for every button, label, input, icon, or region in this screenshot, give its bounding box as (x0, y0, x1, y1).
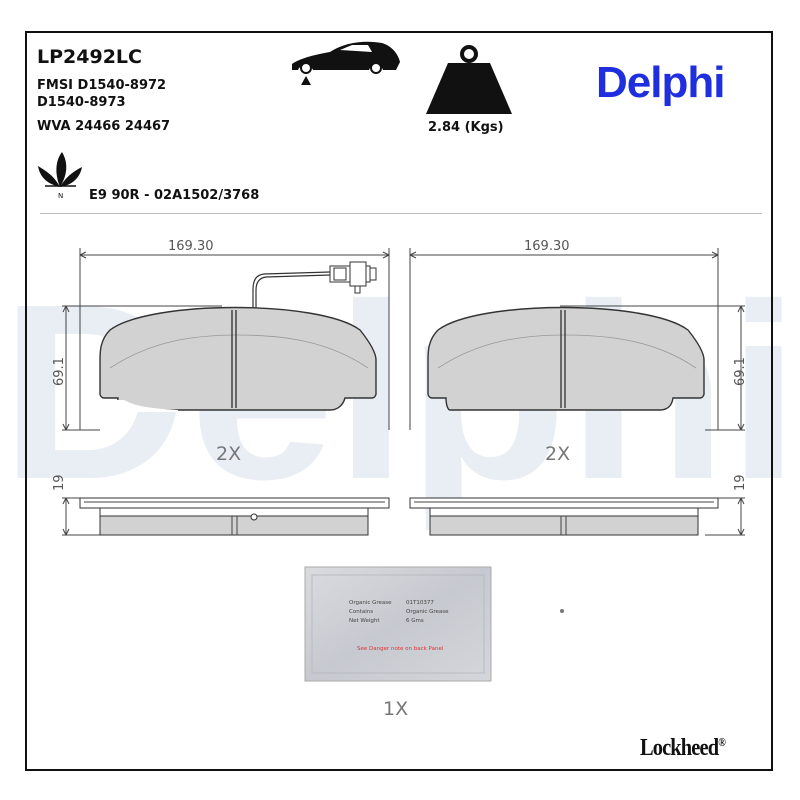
lockheed-logo: Lockheed® (640, 735, 726, 762)
left-width-dimension: 169.30 (168, 239, 214, 254)
approval-code: E9 90R - 02A1502/3768 (89, 188, 260, 203)
left-pad-front-view (62, 248, 390, 431)
right-height-dimension: 69.1 (733, 357, 748, 386)
sachet-value-3: 6 Gms (406, 618, 424, 624)
lockheed-name: Lockheed (640, 735, 719, 761)
sachet-label-3: Net Weight (349, 618, 380, 624)
sachet-label-2: Contains (349, 609, 373, 615)
grease-quantity: 1X (383, 698, 408, 720)
weight-icon (426, 45, 512, 114)
sachet-label-1: Organic Grease (349, 600, 392, 606)
sachet-warning: See Danger note on back Panel (357, 646, 444, 652)
grease-dot (560, 609, 564, 613)
right-pad-side-view (409, 497, 745, 536)
registered-mark: ® (718, 735, 726, 749)
part-number: LP2492LC (37, 46, 142, 68)
fmsi-code: FMSI D1540-8972 (37, 78, 167, 93)
right-width-dimension: 169.30 (524, 239, 570, 254)
right-pad-quantity: 2X (545, 443, 570, 465)
eco-leaf-icon: N (38, 152, 82, 200)
left-pad-quantity: 2X (216, 443, 241, 465)
delphi-logo: Delphi (596, 58, 725, 107)
car-front-axle-icon (292, 41, 400, 85)
eco-mark-letter: N (58, 192, 63, 200)
left-height-dimension: 69.1 (52, 357, 67, 386)
sachet-value-1: 01T10377 (406, 600, 434, 606)
sachet-package (304, 566, 492, 682)
sachet-value-2: Organic Grease (406, 609, 449, 615)
right-pad-front-view (409, 248, 745, 431)
fmsi-code-2: D1540-8973 (37, 95, 126, 110)
header-divider (40, 213, 762, 214)
wva-code: WVA 24466 24467 (37, 119, 171, 134)
left-thickness-dimension: 19 (52, 474, 67, 491)
right-thickness-dimension: 19 (733, 474, 748, 491)
left-pad-side-view (62, 497, 390, 536)
weight-value: 2.84 (Kgs) (428, 120, 504, 135)
sheet-frame (25, 31, 773, 771)
